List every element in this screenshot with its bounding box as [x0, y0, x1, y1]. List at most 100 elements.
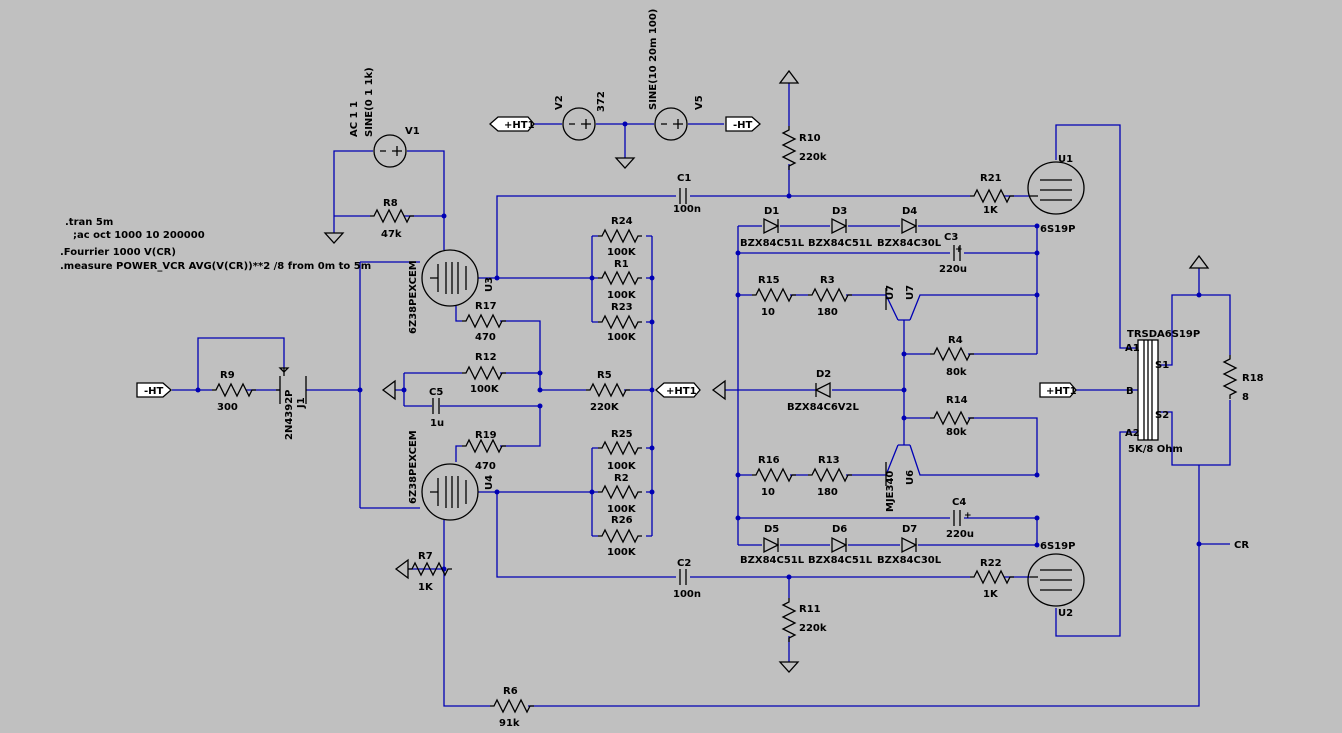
directive-fourier[interactable]: .Fourrier 1000 V(CR) [60, 247, 176, 258]
svg-text:BZX84C51L: BZX84C51L [808, 238, 873, 249]
r8-ref: R8 [383, 198, 398, 209]
svg-text:BZX84C51L: BZX84C51L [740, 238, 805, 249]
svg-text:5K/8 Ohm: 5K/8 Ohm [1128, 444, 1183, 455]
resistor-r7[interactable]: R7 1K [407, 551, 453, 593]
svg-text:S2: S2 [1155, 410, 1169, 421]
capacitor-c5[interactable]: C5 1u [429, 387, 444, 429]
net-label-minus-ht-left[interactable]: -HT [136, 382, 172, 398]
net-label-minus-ht-top[interactable]: -HT [725, 116, 761, 132]
tube-u2[interactable]: U2 6S19P [1027, 541, 1085, 619]
svg-text:+HT1: +HT1 [666, 386, 697, 397]
net-label-cr[interactable]: CR [1234, 540, 1249, 551]
svg-text:BZX84C51L: BZX84C51L [808, 555, 873, 566]
svg-text:D4: D4 [902, 206, 917, 217]
svg-text:-HT: -HT [144, 386, 164, 397]
transistor-j1[interactable]: J1 2N4392P [276, 367, 307, 440]
junctions [195, 121, 1202, 580]
svg-text:100n: 100n [673, 589, 701, 600]
source-v5-value: SINE(10 20m 100) [648, 9, 659, 110]
r3-ref: R3 [820, 275, 835, 286]
svg-text:U2: U2 [1058, 608, 1073, 619]
r13-value: 180 [817, 487, 838, 498]
r16-ref: R16 [758, 455, 780, 466]
directive-tran[interactable]: .tran 5m [65, 217, 113, 228]
svg-text:A1: A1 [1125, 343, 1140, 354]
source-v2-value: 372 [596, 91, 607, 112]
svg-text:B: B [1126, 386, 1134, 397]
r7-ref: R7 [418, 551, 433, 562]
r7-value: 1K [418, 582, 434, 593]
svg-text:BZX84C30L: BZX84C30L [877, 238, 942, 249]
svg-text:U4: U4 [484, 475, 495, 490]
transistor-u7[interactable]: U7 U7 [885, 285, 916, 310]
source-v1[interactable]: V1 AC 1 1 SINE(0 1 1k) [349, 67, 420, 168]
svg-text:C4: C4 [952, 497, 966, 508]
r26-value: 100K [607, 547, 637, 558]
source-v5[interactable]: V5 SINE(10 20m 100) [648, 9, 705, 141]
output-transformer[interactable]: TRSDA6S19P 5K/8 Ohm A1 B A2 S1 S2 [1125, 329, 1200, 455]
svg-text:C2: C2 [677, 558, 691, 569]
r17-ref: R17 [475, 301, 497, 312]
capacitor-c2[interactable]: C2 100n [673, 558, 701, 600]
svg-text:U6: U6 [905, 470, 916, 485]
svg-text:+: + [955, 245, 963, 255]
ground-symbols [323, 69, 1210, 673]
svg-text:D6: D6 [832, 524, 847, 535]
r11-value: 220k [799, 623, 827, 634]
r4-ref: R4 [948, 335, 963, 346]
net-label-ht1-mid[interactable]: +HT1 [655, 382, 701, 398]
tube-u1[interactable]: U1 6S19P [1027, 154, 1085, 235]
directive-measure[interactable]: .measure POWER_VCR AVG(V(CR))**2 /8 from… [60, 261, 371, 272]
svg-text:A2: A2 [1125, 428, 1140, 439]
svg-text:C5: C5 [429, 387, 443, 398]
r25-ref: R25 [611, 429, 633, 440]
tube-u4[interactable]: U4 6Z38PEXCEM [408, 430, 495, 521]
net-label-ht1-top[interactable]: +HT1 [489, 116, 535, 132]
net-label-ht1-right[interactable]: +HT1 [1039, 382, 1077, 398]
r18-ref: R18 [1242, 373, 1264, 384]
source-v2[interactable]: V2 372 [554, 91, 607, 141]
svg-text:U1: U1 [1058, 154, 1073, 165]
transistor-u6[interactable]: U6 MJE340 [885, 462, 916, 512]
svg-text:1u: 1u [430, 418, 444, 429]
svg-text:S1: S1 [1155, 360, 1169, 371]
r15-ref: R15 [758, 275, 780, 286]
tube-u3[interactable]: U3 6Z38PEXCEM [408, 249, 495, 334]
directive-ac[interactable]: ;ac oct 1000 10 200000 [73, 230, 205, 241]
